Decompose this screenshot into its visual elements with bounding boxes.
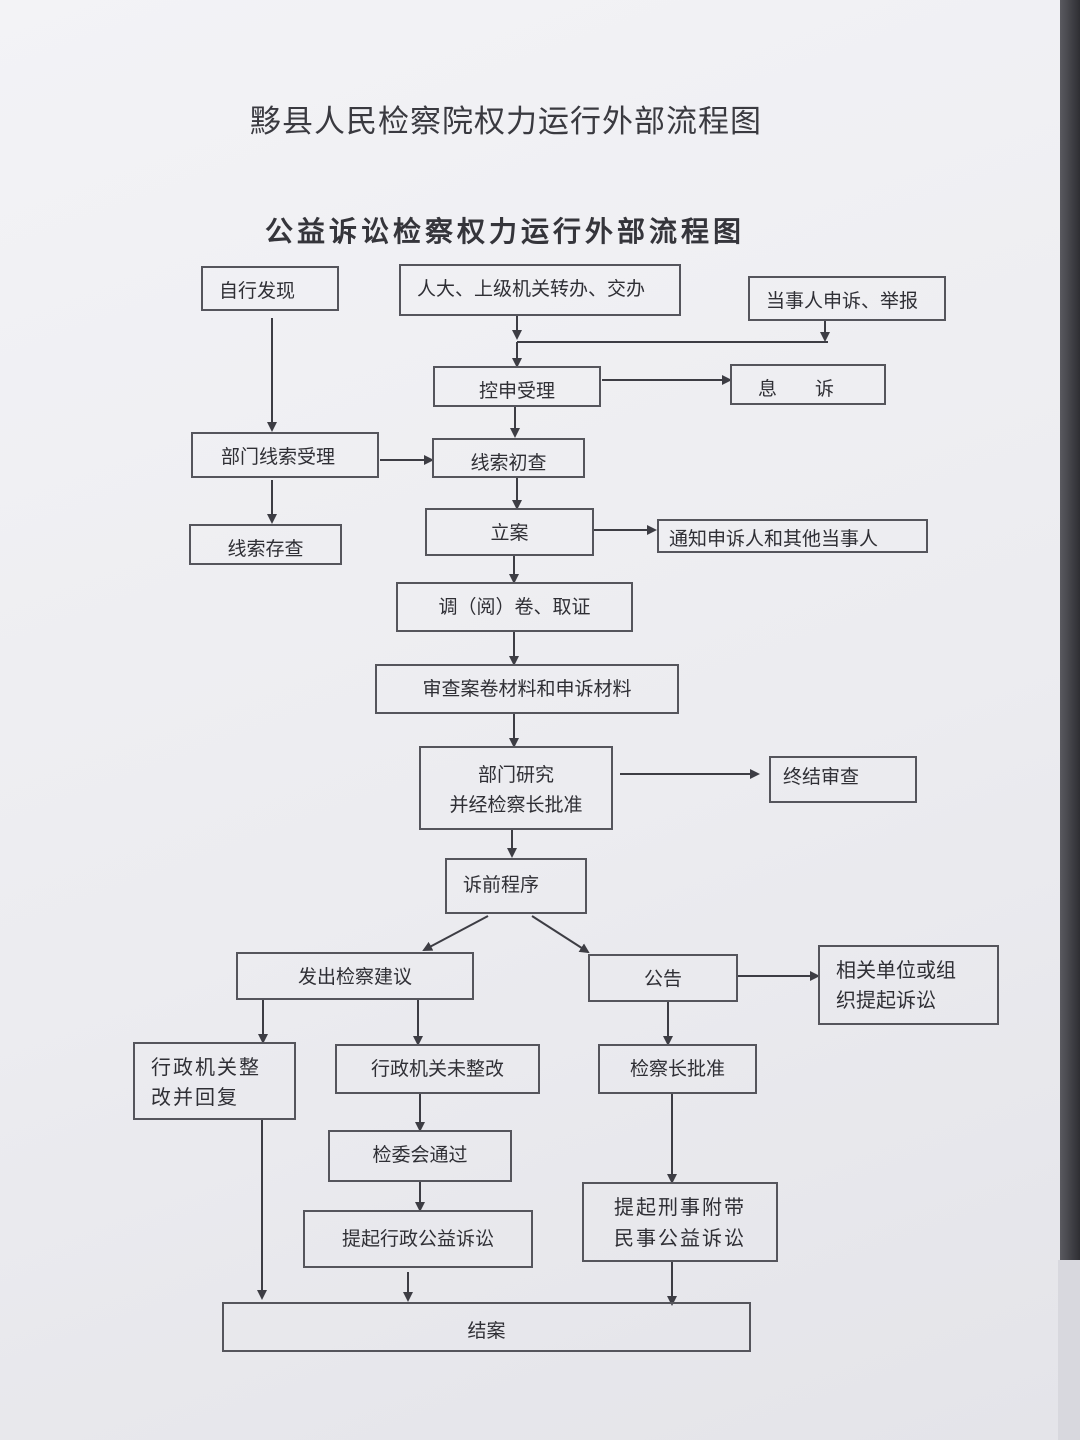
node-announcement: 公告 (588, 954, 738, 1002)
node-label: 立案 (490, 522, 529, 544)
node-terminate-review: 终结审查 (769, 756, 917, 803)
node-criminal-civil-suit: 提起刑事附带 民事公益诉讼 (582, 1182, 778, 1262)
node-end-appeal: 息 诉 (730, 364, 886, 405)
node-label-line2: 并经检察长批准 (449, 794, 583, 816)
document-title: 黟县人民检察院权力运行外部流程图 (250, 104, 762, 140)
node-label: 自行发现 (219, 280, 296, 302)
node-admin-not-rectified: 行政机关未整改 (335, 1044, 540, 1094)
node-notify-parties: 通知申诉人和其他当事人 (657, 519, 928, 553)
node-label: 检委会通过 (372, 1144, 468, 1166)
node-label: 线索初查 (470, 452, 547, 474)
node-admin-rectified: 行政机关整 改并回复 (133, 1042, 296, 1120)
node-close-case: 结案 (222, 1302, 751, 1352)
node-label: 通知申诉人和其他当事人 (669, 528, 879, 550)
node-npc-transfer: 人大、上级机关转办、交办 (399, 264, 681, 316)
node-label-line2: 织提起诉讼 (836, 988, 936, 1012)
node-chief-approval: 检察长批准 (598, 1044, 757, 1094)
page-edge-shadow (1060, 0, 1080, 1440)
node-label-line2: 民事公益诉讼 (614, 1226, 746, 1250)
node-label-line1: 部门研究 (477, 764, 554, 786)
node-label-line1: 行政机关整 (151, 1055, 261, 1079)
node-clue-initial-check: 线索初查 (432, 438, 585, 478)
node-issue-suggestion: 发出检察建议 (236, 952, 474, 1000)
node-clue-archive: 线索存查 (189, 524, 342, 565)
node-party-complaint: 当事人申诉、举报 (748, 276, 946, 321)
node-label: 线索存查 (227, 538, 304, 560)
node-file-admin-suit: 提起行政公益诉讼 (303, 1210, 533, 1268)
node-dept-clue-accept: 部门线索受理 (191, 432, 379, 478)
node-pre-litigation: 诉前程序 (445, 858, 587, 914)
node-self-discovery: 自行发现 (201, 266, 339, 311)
node-petition-accept: 控申受理 (433, 366, 601, 407)
node-label: 提起行政公益诉讼 (341, 1228, 494, 1250)
node-label: 公告 (643, 968, 682, 990)
node-related-units: 相关单位或组 织提起诉讼 (818, 945, 999, 1025)
arrow-pre-to-announcement (531, 915, 590, 954)
node-label: 人大、上级机关转办、交办 (417, 278, 646, 300)
flowchart-subtitle: 公益诉讼检察权力运行外部流程图 (265, 215, 746, 248)
node-label: 审查案卷材料和申诉材料 (422, 678, 632, 700)
node-committee-passed: 检委会通过 (328, 1130, 512, 1182)
node-label: 检察长批准 (629, 1058, 725, 1080)
page-edge-light (1058, 1260, 1080, 1440)
node-label: 部门线索受理 (221, 446, 336, 468)
node-label: 调（阅）卷、取证 (438, 596, 591, 618)
node-review-materials: 审查案卷材料和申诉材料 (375, 664, 679, 714)
node-label: 结案 (467, 1320, 506, 1342)
node-label: 当事人申诉、举报 (766, 290, 919, 312)
arrow-pre-to-suggestion (422, 915, 489, 951)
node-collect-evidence: 调（阅）卷、取证 (396, 582, 633, 632)
node-label-line1: 相关单位或组 (836, 958, 956, 982)
node-label-line2: 改并回复 (151, 1085, 239, 1109)
node-label: 行政机关未整改 (370, 1058, 504, 1080)
node-label: 控申受理 (478, 380, 555, 402)
node-label: 诉前程序 (463, 874, 540, 896)
node-file-case: 立案 (425, 508, 594, 556)
node-dept-study: 部门研究 并经检察长批准 (419, 746, 613, 830)
node-label-line1: 提起刑事附带 (614, 1195, 746, 1219)
node-label: 息 诉 (758, 378, 835, 400)
node-label: 发出检察建议 (297, 966, 412, 988)
node-label: 终结审查 (783, 766, 860, 788)
